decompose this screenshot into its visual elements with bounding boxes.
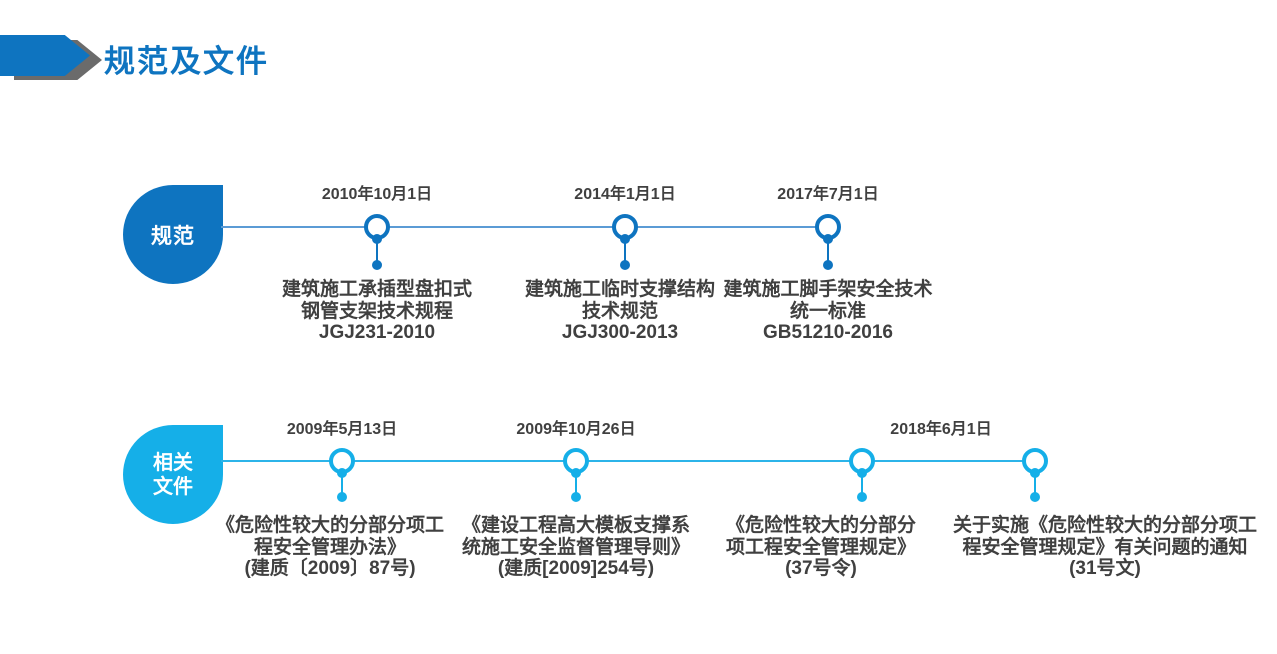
description-line: JGJ231-2010 [318, 322, 436, 343]
pin-line [1034, 475, 1036, 495]
pin-line [827, 241, 829, 263]
pin-dot-icon [823, 234, 833, 244]
timeline-standards-label: 规范 [151, 224, 195, 248]
pin-dot-icon [1030, 468, 1040, 478]
description-line: 建筑施工脚手架安全技术 [723, 279, 933, 300]
description-line: 钢管支架技术规程 [300, 300, 453, 322]
pin-end-dot-icon [571, 492, 581, 502]
description-line: JGJ300-2013 [561, 322, 679, 343]
milestone-date: 2014年1月1日 [574, 186, 676, 203]
milestone-description: 建筑施工脚手架安全技术 统一标准 GB51210-2016 [678, 279, 978, 344]
description-line: 技术规范 [581, 300, 658, 322]
description-line: (建质[2009]254号) [497, 558, 655, 579]
label-line: 文件 [153, 475, 193, 498]
pin-end-dot-icon [1030, 492, 1040, 502]
description-line: (37号令) [785, 558, 857, 579]
pin-dot-icon [337, 468, 347, 478]
pin-end-dot-icon [337, 492, 347, 502]
description-line: (建质〔2009〕87号) [244, 558, 416, 579]
label-line: 相关 [153, 451, 193, 474]
milestone-description: 《危险性较大的分部分项工 程安全管理办法》 (建质〔2009〕87号) [180, 515, 480, 580]
pin-dot-icon [372, 234, 382, 244]
description-line: 《危险性较大的分部分项工 [215, 515, 444, 536]
pin-dot-icon [571, 468, 581, 478]
description-line: 建筑施工承插型盘扣式 [281, 279, 472, 300]
pin-line [624, 241, 626, 263]
milestone-description: 《危险性较大的分部分 项工程安全管理规定》 (37号令) [671, 515, 971, 580]
pin-end-dot-icon [857, 492, 867, 502]
pin-line [341, 475, 343, 495]
pin-end-dot-icon [620, 260, 630, 270]
timeline-documents-axis [221, 460, 1037, 462]
milestone-date: 2009年10月26日 [516, 421, 636, 438]
page-title: 规范及文件 [104, 44, 269, 79]
pin-line [861, 475, 863, 495]
milestone-description: 关于实施《危险性较大的分部分项工 程安全管理规定》有关问题的通知 (31号文) [935, 515, 1275, 580]
milestone-date: 2009年5月13日 [286, 421, 398, 438]
description-line: 《危险性较大的分部分 [725, 515, 916, 536]
milestone-description: 建筑施工临时支撑结构 技术规范 JGJ300-2013 [470, 279, 770, 344]
pin-dot-icon [857, 468, 867, 478]
description-line: 统施工安全监督管理导则》 [461, 536, 690, 558]
milestone-description: 建筑施工承插型盘扣式 钢管支架技术规程 JGJ231-2010 [227, 279, 527, 344]
description-line: 建筑施工临时支撑结构 [524, 279, 715, 300]
description-line: 《建设工程高大模板支撑系 [461, 515, 690, 536]
timeline-standards-badge: 规范 [123, 185, 223, 284]
description-line: 关于实施《危险性较大的分部分项工 [952, 515, 1257, 536]
timeline-standards-axis [221, 226, 829, 228]
timeline-documents-badge: 相关 文件 [123, 425, 223, 524]
description-line: 项工程安全管理规定》 [725, 536, 916, 558]
pin-line [575, 475, 577, 495]
description-line: 统一标准 [789, 300, 866, 322]
milestone-date: 2010年10月1日 [321, 186, 433, 203]
description-line: (31号文) [1069, 558, 1141, 579]
pin-dot-icon [620, 234, 630, 244]
pin-end-dot-icon [372, 260, 382, 270]
milestone-shared-date: 2018年6月1日 [890, 421, 992, 438]
milestone-description: 《建设工程高大模板支撑系 统施工安全监督管理导则》 (建质[2009]254号) [426, 515, 726, 580]
milestone-date: 2017年7月1日 [777, 186, 879, 203]
description-line: 程安全管理办法》 [253, 536, 406, 558]
description-line: 程安全管理规定》有关问题的通知 [962, 536, 1248, 558]
pin-end-dot-icon [823, 260, 833, 270]
timeline-documents-label: 相关 文件 [153, 451, 193, 499]
pin-line [376, 241, 378, 263]
description-line: GB51210-2016 [763, 322, 893, 343]
